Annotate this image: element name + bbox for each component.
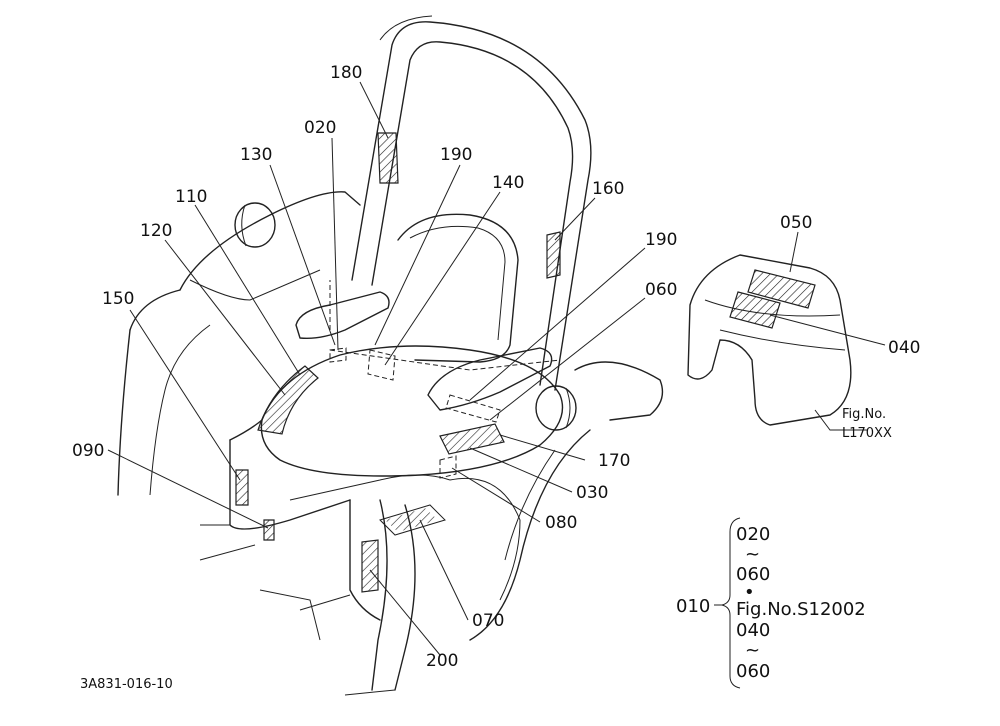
decal-050 [747,269,816,309]
decal-070 [379,504,446,536]
callout-060: 060 [645,280,677,300]
decal-areas [235,132,561,593]
legend-second-end: 060 [736,661,770,682]
legend-first-tilde: ~ [745,544,760,565]
legend-reference: Fig.No.S12002 [736,599,866,620]
legend-first-start: 020 [736,524,770,545]
callout-070: 070 [472,611,504,631]
decal-180 [377,132,399,184]
decal-110-120 [257,365,319,435]
machine-drawing [117,15,664,696]
decal-020 [329,347,347,363]
legend-first-end: 060 [736,564,770,585]
callout-090: 090 [72,441,104,461]
callout-160: 160 [592,179,624,199]
decal-200 [361,539,379,593]
inset-caption: Fig.No. L170XX [842,407,892,441]
inset-hood-drawing [687,254,852,426]
decal-040 [729,291,781,329]
legend-group: 010 020 ~ 060 • Fig.No.S12002 040 ~ 060 [676,517,866,689]
legend-second-start: 040 [736,620,770,641]
legend-group-id: 010 [676,596,710,617]
callout-180: 180 [330,63,362,83]
callout-labels: 180 020 130 190 140 160 110 120 190 060 … [72,63,920,671]
callout-170: 170 [598,451,630,471]
callout-140: 140 [492,173,524,193]
callout-020: 020 [304,118,336,138]
decal-140 [367,349,396,381]
callout-050: 050 [780,213,812,233]
legend-bullet: • [744,582,755,603]
decal-150 [235,469,249,506]
callout-040: 040 [888,338,920,358]
decal-080 [439,455,457,479]
callout-190-upper: 190 [440,145,472,165]
decal-090 [263,519,275,541]
callout-120: 120 [140,221,172,241]
drawing-code: 3A831-016-10 [80,677,173,692]
inset-fig-label: Fig.No. [842,407,886,422]
callout-080: 080 [545,513,577,533]
callout-150: 150 [102,289,134,309]
decal-190 [445,394,501,423]
inset-fig-number: L170XX [842,426,892,441]
callout-030: 030 [576,483,608,503]
leader-lines [107,81,886,656]
legend-second-tilde: ~ [745,640,760,661]
callout-190-lower: 190 [645,230,677,250]
callout-200: 200 [426,651,458,671]
decal-170 [439,423,505,455]
decal-160 [546,231,561,279]
callout-110: 110 [175,187,207,207]
callout-130: 130 [240,145,272,165]
